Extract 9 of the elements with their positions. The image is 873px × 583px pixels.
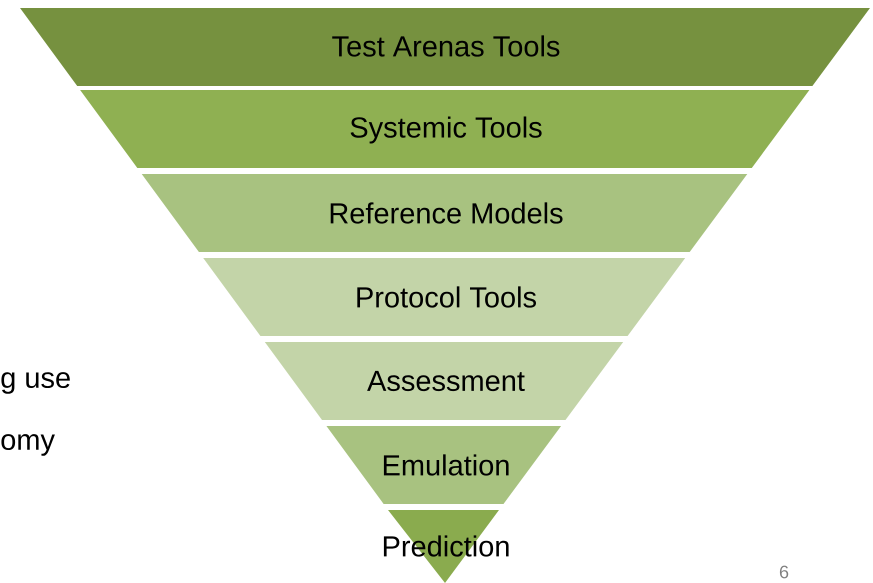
pyramid-band: Reference Models [142, 174, 748, 252]
page-number: 6 [780, 566, 788, 578]
pyramid-band: Emulation [326, 426, 562, 504]
pyramid-band: Test Arenas Tools [20, 8, 870, 86]
text-fragment: omy [1, 434, 55, 456]
pyramid-band: Assessment [264, 342, 624, 420]
pyramid-band: Systemic Tools [80, 90, 810, 168]
text-fragment: g use [1, 372, 70, 394]
pyramid-band: Protocol Tools [203, 258, 686, 336]
